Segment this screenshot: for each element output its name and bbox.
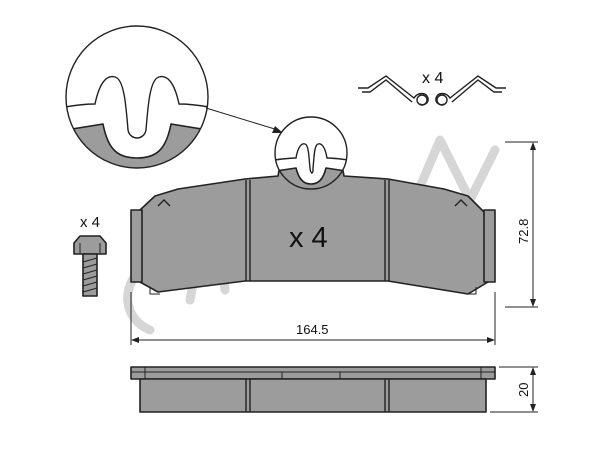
pad-quantity-label: x 4	[289, 222, 328, 254]
spring-clip	[358, 75, 506, 106]
clip-slot-detail	[274, 116, 348, 190]
detail-zoom-circle	[65, 25, 209, 169]
width-dimension-value: 164.5	[296, 322, 329, 337]
bolt-quantity-label: x 4	[80, 214, 100, 231]
thickness-dimension-value: 20	[516, 383, 531, 397]
thickness-dimension-line	[490, 366, 538, 413]
brake-pad-side-view	[130, 366, 496, 413]
bolt	[73, 235, 107, 297]
height-dimension-line	[505, 141, 538, 308]
width-dimension-line	[130, 292, 496, 345]
detail-leader-arrow	[205, 107, 283, 133]
height-dimension-value: 72.8	[516, 219, 531, 244]
clip-quantity-label: x 4	[422, 70, 443, 87]
